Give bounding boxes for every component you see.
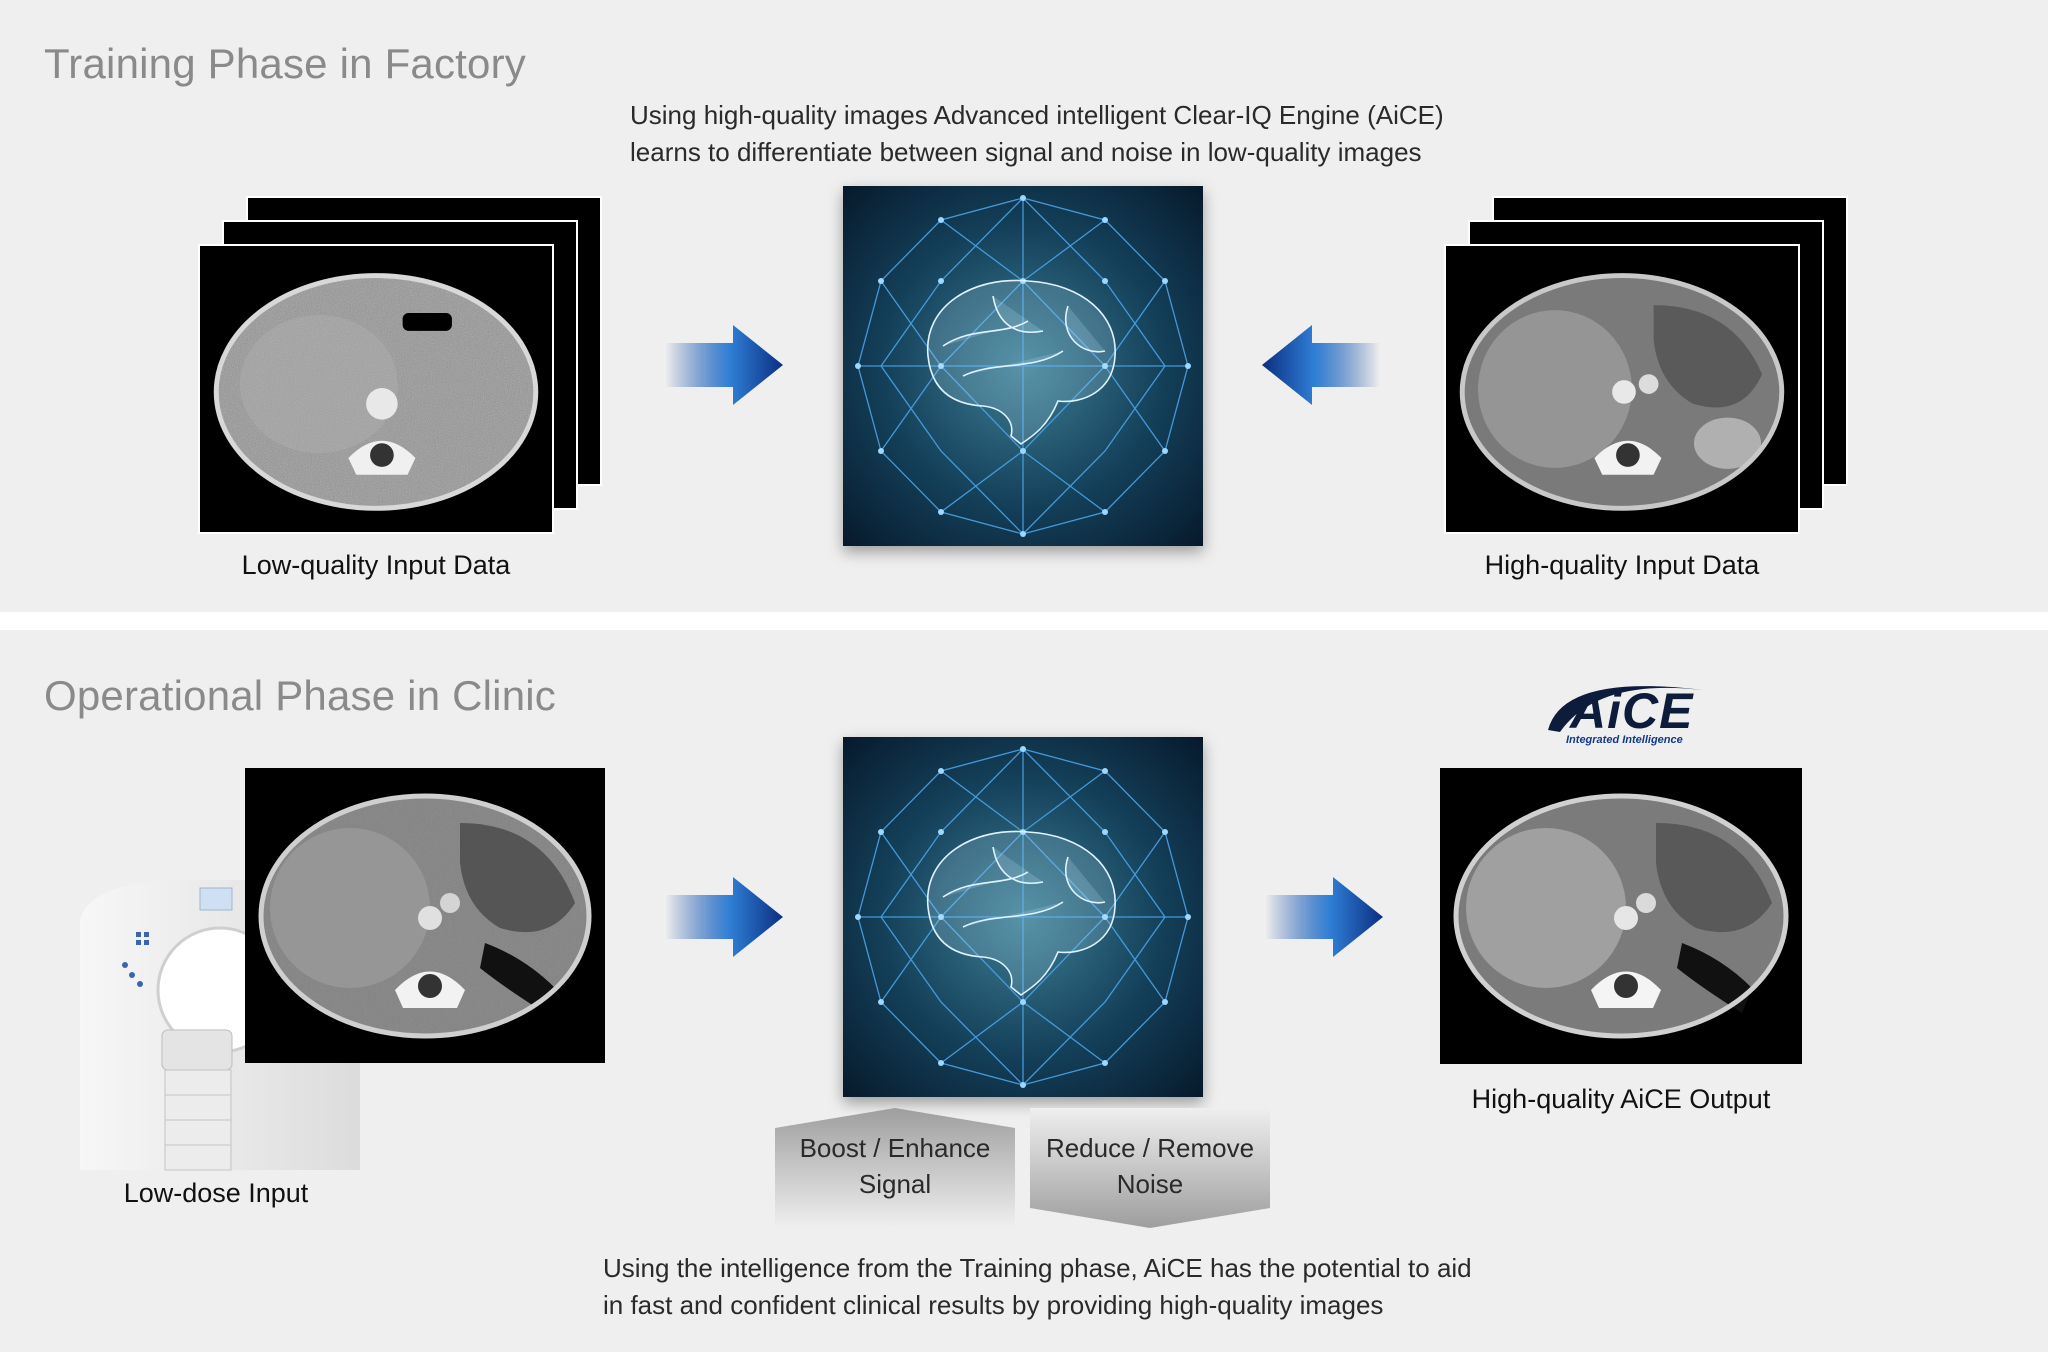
training-description-line2: learns to differentiate between signal a…: [630, 137, 1422, 167]
training-phase-title: Training Phase in Factory: [44, 40, 526, 87]
logo-tagline: Integrated Intelligence: [1566, 734, 1683, 746]
training-phase-panel: Training Phase in Factory Using high-qua…: [0, 0, 2048, 612]
boost-line1: Boost / Enhance: [799, 1133, 991, 1163]
high-quality-caption: High-quality Input Data: [1484, 550, 1760, 580]
aice-logo: AiCE Integrated Intelligence: [1538, 668, 1708, 750]
aice-output-ct-image: [1440, 768, 1802, 1064]
down-pentagon-shape: [1030, 1108, 1270, 1228]
high-quality-ct-image: [1444, 244, 1800, 534]
ai-brain-network-image-2: [843, 737, 1203, 1097]
clear-ct-scan-icon: [1446, 246, 1798, 532]
brain-network-icon-2: [843, 737, 1203, 1097]
arrow-right-icon-3: [1265, 877, 1383, 957]
arrow-right-icon: [665, 325, 783, 405]
operational-description-line2: in fast and confident clinical results b…: [603, 1290, 1384, 1320]
aice-swoosh-icon: [1548, 686, 1703, 732]
logo-name: AiCE: [1570, 683, 1694, 739]
low-dose-ct-scan-icon: [245, 768, 605, 1063]
arrow-left-icon: [1262, 325, 1380, 405]
arrow-right-icon-2: [665, 877, 783, 957]
operational-description-line1: Using the intelligence from the Training…: [603, 1253, 1472, 1283]
noisy-ct-scan-icon: [200, 246, 552, 532]
aice-output-ct-scan-icon: [1440, 768, 1802, 1064]
reduce-noise-label: Reduce / Remove Noise: [1030, 1108, 1270, 1228]
up-pentagon-shape: [775, 1108, 1015, 1228]
brain-network-icon: [843, 186, 1203, 546]
low-dose-caption: Low-dose Input: [123, 1178, 309, 1208]
ai-brain-network-image: [843, 186, 1203, 546]
operational-phase-panel: Operational Phase in Clinic: [0, 630, 2048, 1352]
operational-description: Using the intelligence from the Training…: [603, 1250, 1472, 1324]
boost-signal-label: Boost / Enhance Signal: [775, 1108, 1015, 1228]
training-description-line1: Using high-quality images Advanced intel…: [630, 100, 1444, 130]
aice-output-caption: High-quality AiCE Output: [1471, 1084, 1771, 1114]
reduce-line2: Noise: [1116, 1169, 1184, 1199]
low-quality-ct-image: [198, 244, 554, 534]
low-dose-ct-image: [245, 768, 605, 1063]
operational-phase-title: Operational Phase in Clinic: [44, 672, 557, 719]
low-quality-caption: Low-quality Input Data: [241, 550, 511, 580]
reduce-line1: Reduce / Remove: [1045, 1133, 1255, 1163]
training-description: Using high-quality images Advanced intel…: [630, 97, 1444, 171]
boost-line2: Signal: [858, 1169, 932, 1199]
